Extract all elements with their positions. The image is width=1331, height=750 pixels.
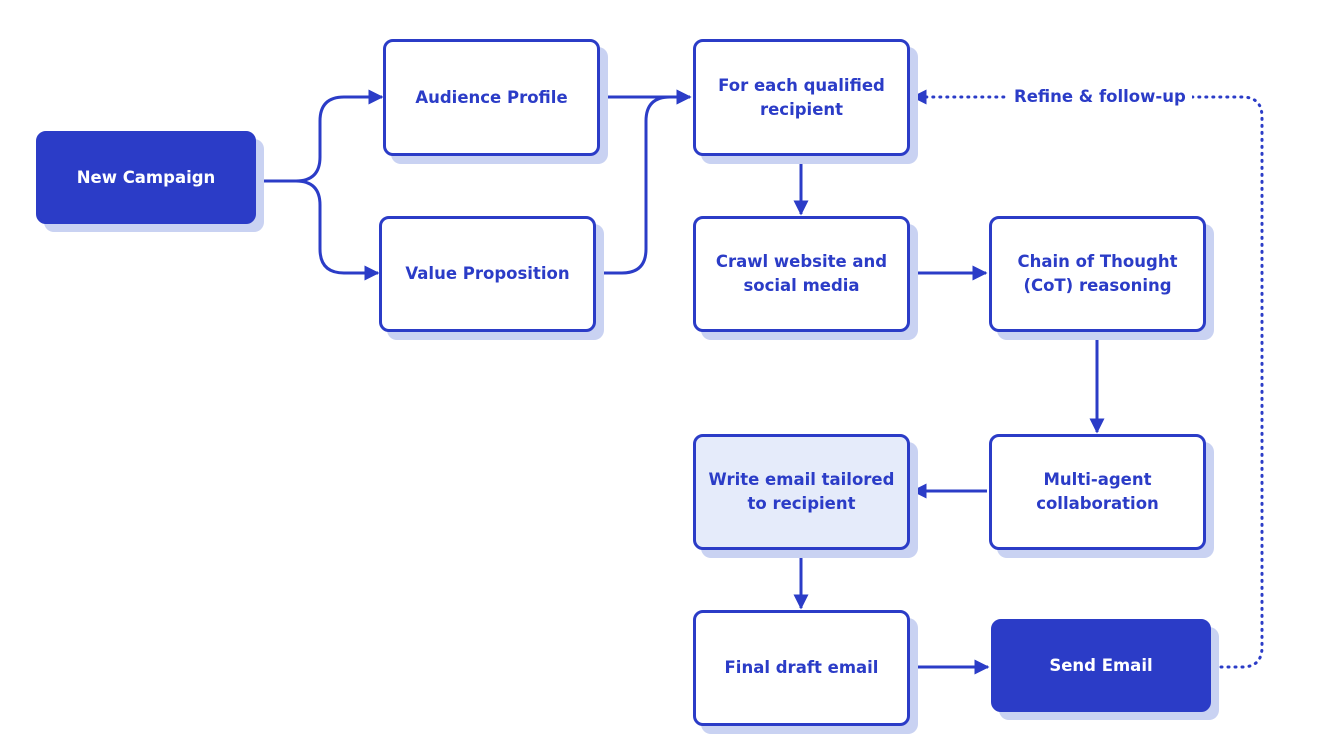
- for-each-recipient-node: For each qualified recipient: [693, 39, 910, 156]
- loop-edge-label: Refine & follow-up: [1008, 86, 1192, 108]
- arrow-value-to-foreach: [598, 89, 692, 275]
- send-email-node: Send Email: [991, 619, 1211, 712]
- value-proposition-node: Value Proposition: [379, 216, 596, 332]
- value-proposition-label: Value Proposition: [405, 264, 570, 283]
- final-draft-node: Final draft email: [693, 610, 910, 726]
- arrow-campaign-to-value: [263, 179, 380, 281]
- new-campaign-label: New Campaign: [76, 167, 216, 187]
- cot-label: Chain of Thought (CoT) reasoning: [1017, 252, 1178, 295]
- audience-profile-label: Audience Profile: [415, 87, 568, 107]
- cot-node: Chain of Thought (CoT) reasoning: [989, 216, 1206, 332]
- multi-agent-label: Multi-agent collaboration: [1036, 470, 1159, 513]
- for-each-recipient-label: For each qualified recipient: [718, 75, 885, 119]
- send-email-label: Send Email: [1049, 655, 1153, 675]
- arrow-campaign-to-audience: [263, 89, 384, 183]
- new-campaign-node: New Campaign: [36, 131, 256, 224]
- write-email-node: Write email tailored to recipient: [693, 434, 910, 550]
- write-email-label: Write email tailored to recipient: [708, 470, 895, 513]
- audience-profile-node: Audience Profile: [383, 39, 600, 156]
- arrow-loop-refine: [911, 89, 1264, 669]
- crawl-label: Crawl website and social media: [715, 252, 888, 295]
- multi-agent-node: Multi-agent collaboration: [989, 434, 1206, 550]
- crawl-node: Crawl website and social media: [693, 216, 910, 332]
- final-draft-label: Final draft email: [724, 658, 879, 677]
